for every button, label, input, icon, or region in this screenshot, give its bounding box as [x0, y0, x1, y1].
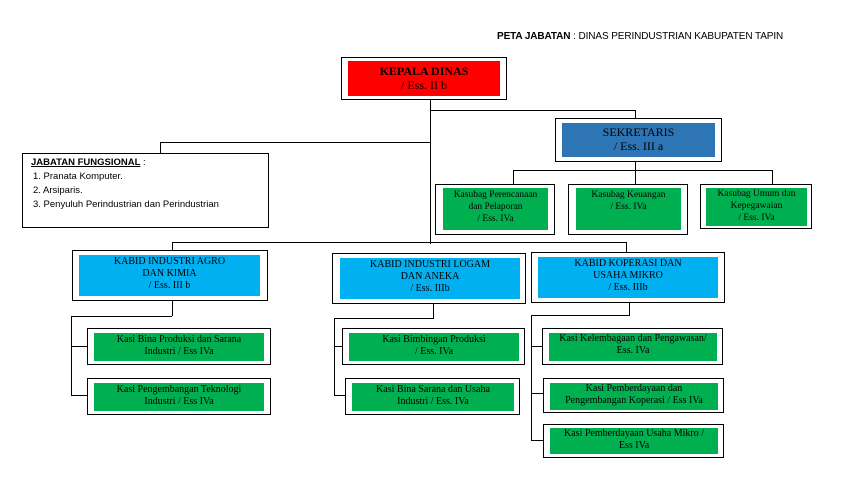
connector-line	[531, 315, 532, 441]
division-label: DAN ANEKA	[400, 271, 460, 282]
division-echelon: / Ess. III b	[148, 280, 191, 291]
functional-list: 1. Pranata Komputer. 2. Arsiparis. 3. Pe…	[31, 170, 268, 212]
connector-line	[531, 346, 543, 347]
subdivision-fill: Kasubag Keuangan / Ess. IVa	[576, 188, 681, 230]
connector-line	[334, 346, 348, 347]
connector-line	[626, 242, 627, 252]
section-fill: Kasi Bina Produksi dan Sarana Industri /…	[94, 333, 264, 361]
division-label: KABID KOPERASI DAN	[574, 258, 682, 269]
section-fill: Kasi Pemberdayaan dan Pengembangan Koper…	[550, 383, 718, 410]
section-fill: Kasi Pemberdayaan Usaha Mikro / Ess IVa	[550, 428, 718, 454]
section-fill: Kasi Bimbingan Produksi / Ess. IVa	[349, 333, 519, 361]
connector-line	[772, 170, 773, 184]
section-label: Kasi Pemberdayaan Usaha Mikro /	[564, 428, 704, 439]
functional-item: 2. Arsiparis.	[33, 185, 83, 196]
head-echelon: / Ess. II b	[401, 78, 447, 92]
connector-line	[71, 395, 87, 396]
section-label: Kasi Pemberdayaan dan	[585, 383, 683, 394]
subdivision-echelon: / Ess. IVa	[738, 213, 775, 223]
section-echelon: / Ess. IVa	[414, 346, 454, 357]
section-fill: Kasi Pengembangan Teknologi Industri / E…	[94, 383, 264, 411]
section-fill: Kasi Bina Sarana dan Usaha Industri / Es…	[352, 383, 514, 411]
head-fill: KEPALA DINAS / Ess. II b	[348, 61, 500, 96]
connector-line	[433, 303, 434, 319]
connector-line	[513, 170, 773, 171]
subdivision-fill: Kasubag Perencanaan dan Pelaporan / Ess.…	[443, 188, 548, 230]
connector-line	[334, 395, 348, 396]
section-label: Kasi Bimbingan Produksi	[382, 334, 486, 345]
connector-line	[160, 142, 430, 143]
subdivision-label: Kasubag Perencanaan	[453, 190, 538, 200]
connector-line	[430, 99, 431, 244]
division-label: DAN KIMIA	[142, 268, 197, 279]
section-echelon: Industri / Ess IVa	[144, 396, 214, 407]
secretary-echelon: / Ess. III a	[613, 139, 664, 153]
connector-line	[635, 161, 636, 184]
section-echelon: Industri / Ess IVa	[144, 346, 214, 357]
division-label: KABID INDUSTRI AGRO	[113, 256, 226, 267]
connector-line	[629, 302, 630, 316]
connector-line	[172, 242, 173, 250]
subdivision-label: Kasubag Keuangan	[591, 190, 666, 200]
functional-heading-text: JABATAN FUNGSIONAL	[31, 157, 141, 168]
connector-line	[172, 242, 627, 243]
connector-line	[160, 142, 161, 153]
functional-positions-box: JABATAN FUNGSIONAL : 1. Pranata Komputer…	[22, 153, 269, 228]
functional-item: 1. Pranata Komputer.	[33, 171, 123, 182]
subdivision-label: dan Pelaporan	[468, 202, 523, 212]
subdivision-fill: Kasubag Umum dan Kepegawaian / Ess. IVa	[706, 188, 807, 226]
connector-line	[334, 318, 434, 319]
division-fill: KABID INDUSTRI AGRO DAN KIMIA / Ess. III…	[79, 255, 260, 296]
connector-line	[71, 346, 87, 347]
connector-line	[71, 316, 172, 317]
functional-heading-colon: :	[140, 157, 146, 168]
connector-line	[531, 393, 543, 394]
functional-heading: JABATAN FUNGSIONAL :	[31, 156, 268, 170]
secretary-title: SEKRETARIS	[602, 125, 675, 139]
subdivision-label: Kepegawaian	[730, 201, 783, 211]
connector-line	[531, 440, 543, 441]
section-label: Kasi Pengembangan Teknologi	[116, 384, 242, 395]
division-fill: KABID INDUSTRI LOGAM DAN ANEKA / Ess. II…	[340, 258, 520, 299]
connector-line	[172, 300, 173, 316]
division-echelon: / Ess. IIIb	[410, 283, 450, 294]
connector-line	[513, 170, 514, 184]
section-fill: Kasi Kelembagaan dan Pengawasan/ Ess. IV…	[549, 333, 717, 361]
chart-title: PETA JABATAN : DINAS PERINDUSTRIAN KABUP…	[497, 31, 783, 42]
division-label: USAHA MIKRO	[593, 270, 663, 281]
chart-title-bold: PETA JABATAN	[497, 31, 571, 42]
section-echelon: Ess IVa	[618, 440, 650, 451]
section-echelon: Industri / Ess. IVa	[397, 396, 469, 407]
chart-title-rest: : DINAS PERINDUSTRIAN KABUPATEN TAPIN	[570, 31, 784, 42]
division-label: KABID INDUSTRI LOGAM	[370, 259, 490, 270]
subdivision-echelon: / Ess. IVa	[610, 202, 647, 212]
connector-line	[71, 316, 72, 396]
secretary-fill: SEKRETARIS / Ess. III a	[562, 123, 715, 157]
division-fill: KABID KOPERASI DAN USAHA MIKRO / Ess. II…	[538, 257, 718, 298]
connector-line	[334, 318, 335, 396]
section-label: Kasi Bina Produksi dan Sarana	[116, 334, 242, 345]
subdivision-label: Kasubag Umum dan	[717, 189, 796, 199]
section-echelon: Ess. IVa	[616, 345, 650, 356]
section-echelon: Pengembangan Koperasi / Ess IVa	[565, 395, 703, 406]
connector-line	[635, 110, 636, 119]
section-label: Kasi Bina Sarana dan Usaha	[376, 384, 490, 395]
division-echelon: / Ess. IIIb	[608, 282, 648, 293]
section-label: Kasi Kelembagaan dan Pengawasan/	[559, 333, 707, 344]
functional-item: 3. Penyuluh Perindustrian dan Perindustr…	[33, 199, 219, 210]
connector-line	[531, 315, 630, 316]
head-title: KEPALA DINAS	[379, 64, 469, 78]
connector-line	[430, 110, 636, 111]
subdivision-echelon: / Ess. IVa	[477, 214, 514, 224]
